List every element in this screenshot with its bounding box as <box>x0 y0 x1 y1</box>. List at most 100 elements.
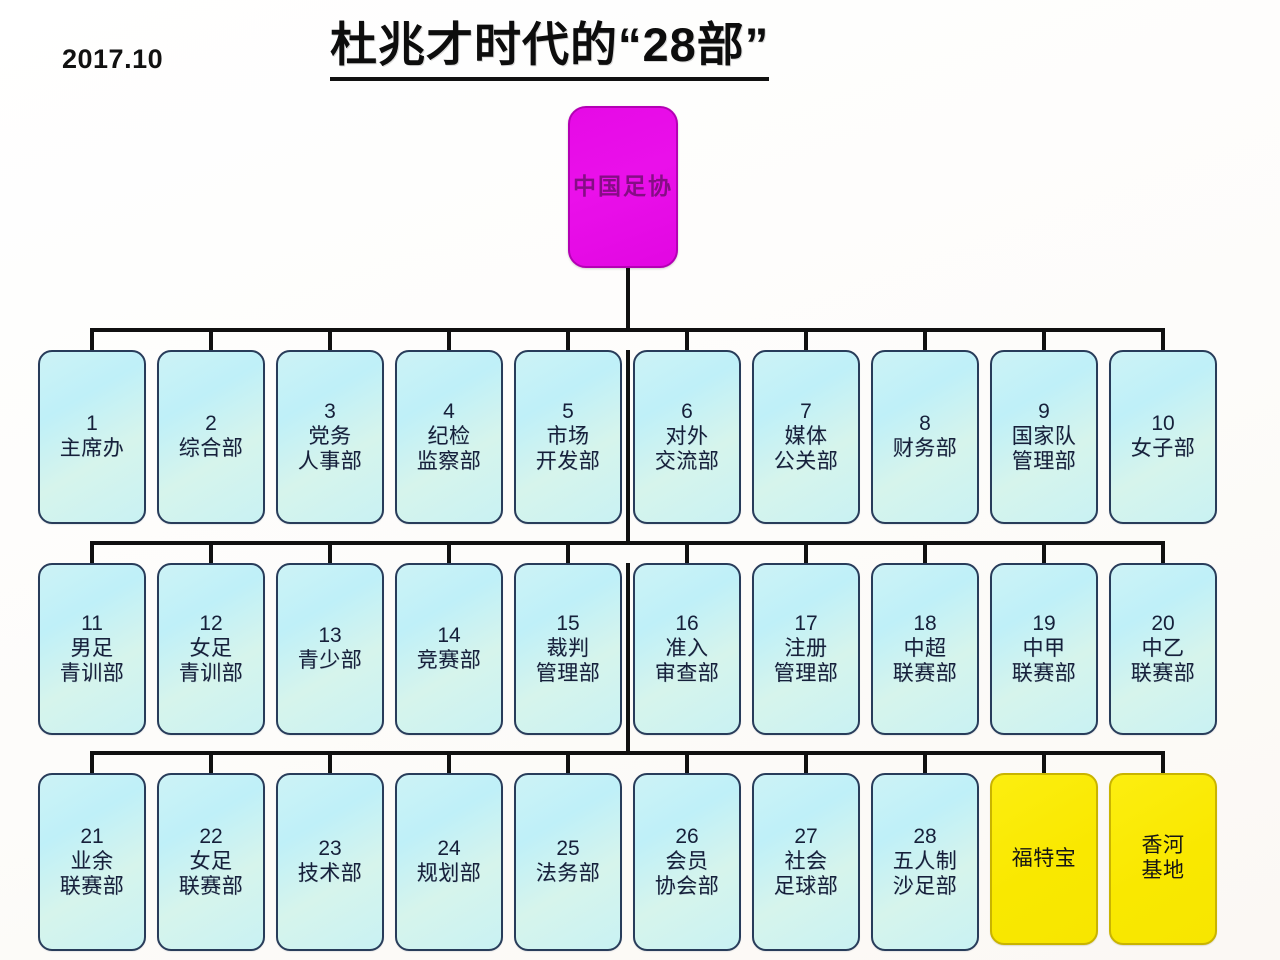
drop-line-row2-col9 <box>1042 541 1046 565</box>
department-number: 11 <box>81 611 103 635</box>
department-number: 20 <box>1151 611 1175 635</box>
drop-line-row1-col4 <box>447 328 451 352</box>
department-number: 2 <box>205 412 217 436</box>
department-number: 9 <box>1038 399 1050 423</box>
department-name: 市场 开发部 <box>535 424 601 473</box>
drop-line-row3-col3 <box>328 751 332 775</box>
drop-line-row1-col9 <box>1042 328 1046 352</box>
department-number: 23 <box>318 837 342 861</box>
department-number: 3 <box>324 399 336 423</box>
root-stem-line <box>626 268 630 332</box>
department-name: 社会 足球部 <box>773 849 839 898</box>
department-number: 10 <box>1151 412 1175 436</box>
department-number: 22 <box>199 824 223 848</box>
department-number: 5 <box>562 399 574 423</box>
department-name: 媒体 公关部 <box>773 424 839 473</box>
drop-line-row1-col8 <box>923 328 927 352</box>
department-number: 13 <box>318 624 342 648</box>
drop-line-row2-col6 <box>685 541 689 565</box>
drop-line-row1-col5 <box>566 328 570 352</box>
page-title: 杜兆才时代的“28部” <box>330 16 770 81</box>
department-name: 准入 审查部 <box>654 636 720 685</box>
root-node-label: 中国足协 <box>573 173 673 200</box>
department-name: 法务部 <box>535 862 601 886</box>
department-name: 纪检 监察部 <box>416 424 482 473</box>
department-name: 会员 协会部 <box>654 849 720 898</box>
department-number: 1 <box>86 412 98 436</box>
date-label: 2017.10 <box>62 44 164 74</box>
department-name: 男足 青训部 <box>59 636 125 685</box>
department-name: 注册 管理部 <box>773 636 839 685</box>
department-name: 中甲 联赛部 <box>1011 636 1077 685</box>
horizontal-bus-row-1 <box>90 328 1165 332</box>
horizontal-bus-row-2 <box>90 541 1165 545</box>
drop-line-row1-col10 <box>1161 328 1165 352</box>
department-number: 25 <box>556 837 580 861</box>
drop-line-row2-col7 <box>804 541 808 565</box>
department-number: 12 <box>199 611 223 635</box>
drop-line-row3-col2 <box>209 751 213 775</box>
drop-line-row2-col10 <box>1161 541 1165 565</box>
department-number: 21 <box>80 824 104 848</box>
root-node-chinese-football-association[interactable]: 中国足协 <box>568 106 678 268</box>
department-name: 裁判 管理部 <box>535 636 601 685</box>
department-name: 财务部 <box>892 437 958 461</box>
department-number: 16 <box>675 611 699 635</box>
drop-line-row3-col9 <box>1042 751 1046 775</box>
department-number: 19 <box>1032 611 1056 635</box>
drop-line-row3-col4 <box>447 751 451 775</box>
department-name: 女足 联赛部 <box>178 849 244 898</box>
department-name: 国家队 管理部 <box>1011 424 1077 473</box>
drop-line-row3-col1 <box>90 751 94 775</box>
department-name: 综合部 <box>178 437 244 461</box>
department-number: 18 <box>913 611 937 635</box>
partner-node-福特宝[interactable]: 福特宝 <box>990 773 1098 945</box>
drop-line-row1-col2 <box>209 328 213 352</box>
drop-line-row2-col1 <box>90 541 94 565</box>
drop-line-row3-col5 <box>566 751 570 775</box>
department-name: 五人制 沙足部 <box>892 849 958 898</box>
department-name: 技术部 <box>297 862 363 886</box>
department-name: 福特宝 <box>1011 846 1077 870</box>
drop-line-row2-col2 <box>209 541 213 565</box>
partner-node-香河基地[interactable]: 香河 基地 <box>1109 773 1217 945</box>
department-number: 24 <box>437 837 461 861</box>
department-name: 中乙 联赛部 <box>1130 636 1196 685</box>
department-number: 28 <box>913 824 937 848</box>
drop-line-row2-col8 <box>923 541 927 565</box>
drop-line-row3-col8 <box>923 751 927 775</box>
department-name: 竞赛部 <box>416 649 482 673</box>
department-number: 26 <box>675 824 699 848</box>
drop-line-row3-col7 <box>804 751 808 775</box>
department-number: 8 <box>919 412 931 436</box>
drop-line-row1-col3 <box>328 328 332 352</box>
